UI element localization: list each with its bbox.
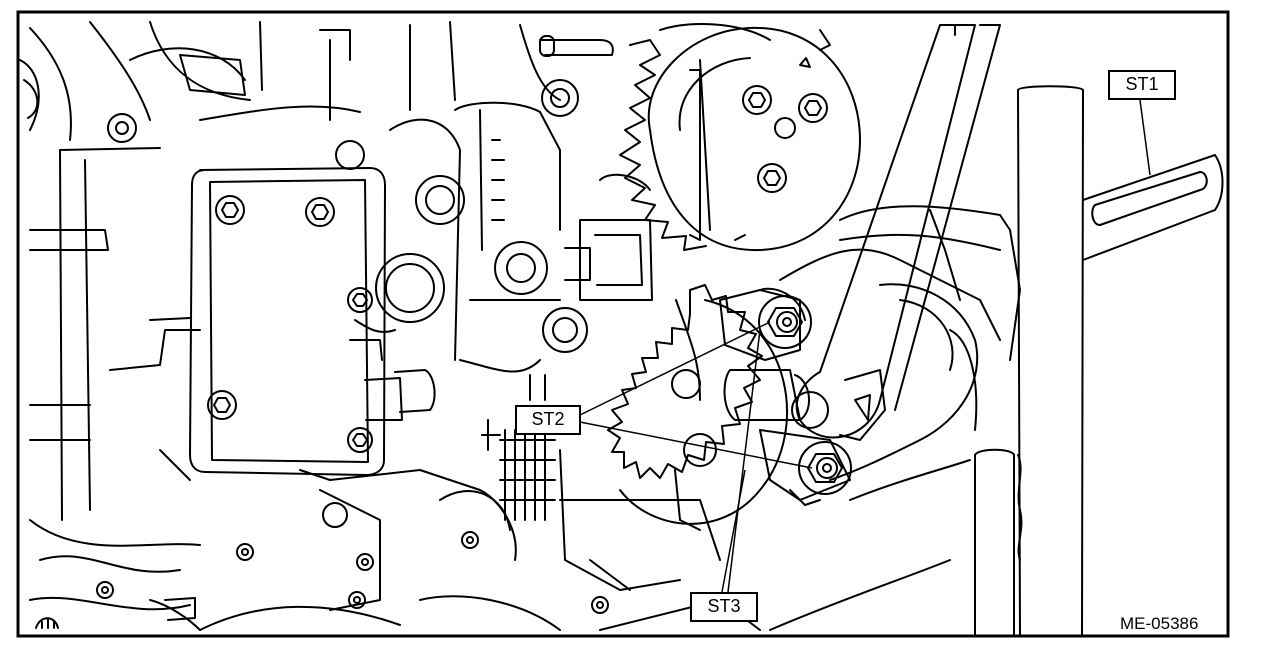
block-rib-lines	[481, 374, 556, 521]
figure-frame	[16, 10, 1230, 638]
lower-sprocket	[607, 284, 789, 531]
figure-id-label: ME-05386	[1120, 614, 1199, 633]
leader-lines	[579, 99, 1151, 593]
vertical-bar	[1017, 85, 1084, 636]
special-tool-st1	[779, 24, 1021, 481]
special-tool-st2	[719, 287, 852, 506]
callout-st1: ST1	[1108, 70, 1176, 100]
camshaft-sprocket	[619, 23, 861, 252]
cover-bolt	[207, 195, 373, 453]
engine-block	[19, 21, 761, 631]
callout-st3: ST3	[690, 592, 758, 622]
st1-bar	[1082, 154, 1224, 261]
rod	[974, 448, 1015, 636]
callout-st2: ST2	[515, 405, 581, 435]
